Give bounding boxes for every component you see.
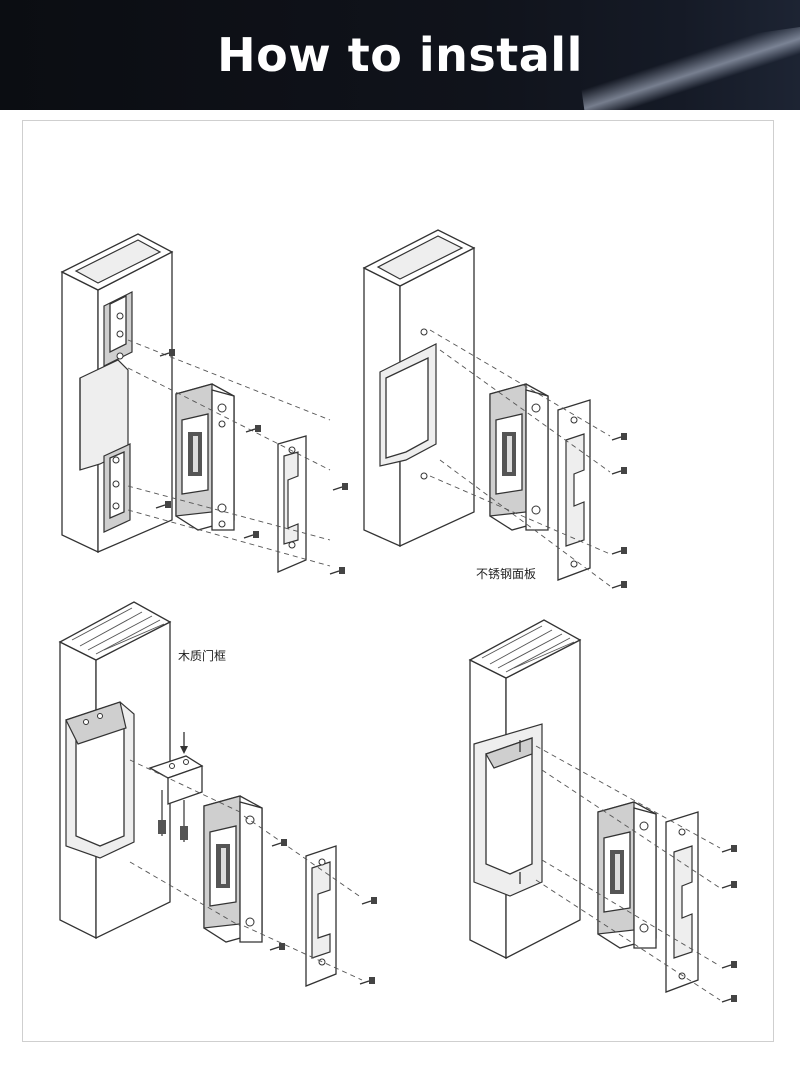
diagram-metal-frame-steel-plate: 不锈钢面板 bbox=[362, 229, 628, 589]
page-title: How to install bbox=[217, 28, 583, 82]
header-banner: How to install bbox=[0, 0, 800, 110]
diagram-wood-frame-with-bracket: 木质门框 bbox=[58, 601, 378, 987]
diagram-wood-frame-steel-plate bbox=[468, 619, 738, 1003]
steel-plate-label: 不锈钢面板 bbox=[476, 567, 536, 581]
diagram-metal-frame-with-brackets bbox=[60, 233, 349, 575]
wood-frame-label: 木质门框 bbox=[178, 648, 226, 663]
